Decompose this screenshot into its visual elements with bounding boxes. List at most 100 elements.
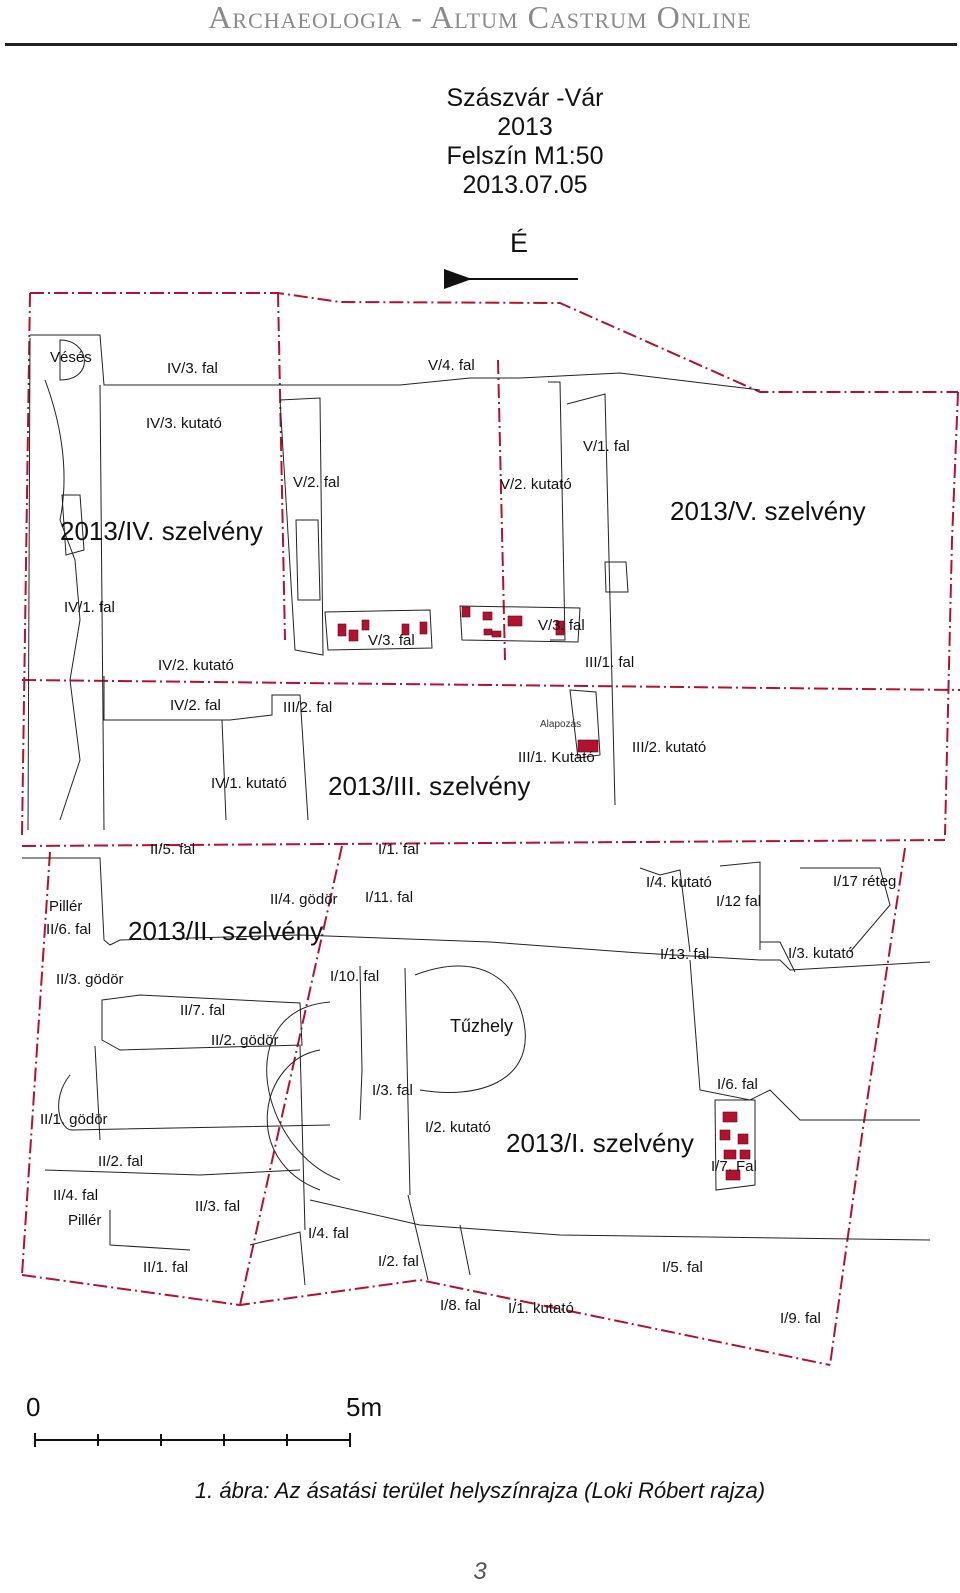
scale-zero-label: 0 bbox=[26, 1392, 41, 1422]
label-i8-fal: I/8. fal bbox=[440, 1297, 481, 1314]
label-i1-fal-top: I/1. fal bbox=[378, 841, 419, 858]
label-ii4-fal: II/4. fal bbox=[53, 1187, 98, 1204]
label-i12-fal: I/12 fal bbox=[716, 893, 761, 910]
stone bbox=[401, 623, 410, 636]
section-label-i: 2013/I. szelvény bbox=[506, 1128, 694, 1158]
label-v3-fal-a: V/3. fal bbox=[368, 632, 415, 649]
stone bbox=[577, 739, 599, 753]
stone bbox=[419, 621, 428, 635]
boundary-iv-v-divider bbox=[277, 292, 286, 641]
boundary-bottom bbox=[21, 1274, 831, 1366]
stone bbox=[723, 1149, 737, 1160]
figure-caption: 1. ábra: Az ásatási terület helyszínrajz… bbox=[194, 1478, 766, 1503]
label-ii1-godor: II/1. gödör bbox=[40, 1111, 108, 1128]
stone bbox=[491, 630, 502, 638]
stone bbox=[361, 619, 370, 631]
journal-title: Archaeologia - Altum Castrum Online bbox=[208, 0, 752, 35]
header-rule bbox=[5, 43, 957, 46]
label-v1-fal: V/1. fal bbox=[583, 438, 630, 455]
north-label: É bbox=[510, 228, 529, 258]
stone bbox=[725, 1169, 741, 1181]
boundary-outer-top bbox=[30, 292, 958, 393]
label-i1-kutato: I/1. kutató bbox=[508, 1300, 574, 1317]
plan-title-site: Szászvár -Vár bbox=[446, 84, 604, 112]
stone bbox=[461, 606, 471, 618]
label-iv1-fal: IV/1. fal bbox=[64, 599, 115, 616]
plan-title-year: 2013 bbox=[497, 113, 553, 141]
label-i17-reteg: I/17 réteg bbox=[833, 873, 896, 890]
label-iii2-fal: III/2. fal bbox=[283, 699, 332, 716]
boundary-left-upper bbox=[21, 292, 31, 836]
label-piller-b: Pillér bbox=[68, 1212, 101, 1229]
label-alapozas: Alapozás bbox=[540, 719, 581, 730]
journal-header: Archaeologia - Altum Castrum Online bbox=[0, 0, 960, 48]
stone bbox=[348, 629, 359, 642]
label-i3-fal: I/3. fal bbox=[372, 1082, 413, 1099]
label-ii3-fal: II/3. fal bbox=[195, 1198, 240, 1215]
label-ii6-fal: II/6. fal bbox=[46, 921, 91, 938]
label-iii2-kutato: III/2. kutató bbox=[632, 739, 706, 756]
label-i10-fal: I/10. fal bbox=[330, 968, 379, 985]
section-label-iv: 2013/IV. szelvény bbox=[60, 516, 263, 546]
stone bbox=[737, 1133, 749, 1145]
label-i13-fal: I/13. fal bbox=[660, 946, 709, 963]
label-ii2-godor: II/2. gödör bbox=[211, 1032, 279, 1049]
boundary-v-inner bbox=[497, 359, 506, 661]
section-label-iii: 2013/III. szelvény bbox=[328, 771, 530, 801]
label-i7-fal: I/7. Fal bbox=[711, 1158, 757, 1175]
trench-boundaries bbox=[21, 292, 960, 1366]
section-label-v: 2013/V. szelvény bbox=[670, 496, 866, 526]
label-iv3-fal: IV/3. fal bbox=[167, 360, 218, 377]
label-iv2-fal: IV/2. fal bbox=[170, 697, 221, 714]
scale-bar bbox=[34, 1433, 351, 1447]
label-iii1-fal: III/1. fal bbox=[585, 654, 634, 671]
boundary-ii-left bbox=[21, 851, 51, 1276]
boundary-right-top bbox=[944, 391, 959, 836]
label-iii1-kutato: III/1. Kutató bbox=[518, 749, 595, 766]
label-i2-kutato: I/2. kutató bbox=[425, 1119, 491, 1136]
label-ii7-fal: II/7. fal bbox=[180, 1002, 225, 1019]
label-i4-kutato: I/4. kutató bbox=[646, 874, 712, 891]
stone bbox=[722, 1111, 738, 1123]
label-iv2-kutato: IV/2. kutató bbox=[158, 657, 234, 674]
plan-title-scale: Felszín M1:50 bbox=[446, 142, 604, 170]
label-ii3-godor: II/3. gödör bbox=[56, 971, 124, 988]
stone bbox=[507, 615, 523, 627]
label-ii1-fal: II/1. fal bbox=[143, 1259, 188, 1276]
stone bbox=[337, 623, 347, 637]
stone bbox=[483, 628, 493, 636]
stone bbox=[482, 611, 493, 621]
boundary-i-right bbox=[829, 847, 906, 1366]
label-v3-fal-b: V/3. fal bbox=[538, 617, 585, 634]
label-iv3-kutato: IV/3. kutató bbox=[146, 415, 222, 432]
label-i11-fal: I/11. fal bbox=[365, 889, 413, 906]
stone bbox=[739, 1149, 751, 1160]
label-ii4-godor: II/4. gödör bbox=[270, 891, 338, 908]
boundary-ii-i-diag bbox=[239, 845, 343, 1306]
page-number: 3 bbox=[473, 1558, 487, 1585]
label-piller-a: Pillér bbox=[49, 898, 82, 915]
label-i9-fal: I/9. fal bbox=[780, 1310, 821, 1327]
label-v4-fal: V/4. fal bbox=[428, 357, 475, 374]
label-i3-kutato: I/3. kutató bbox=[788, 945, 854, 962]
label-ii5-fal: II/5. fal bbox=[150, 841, 195, 858]
stone bbox=[555, 620, 565, 636]
section-label-ii: 2013/II. szelvény bbox=[128, 916, 323, 946]
label-v2-kutato: V/2. kutató bbox=[500, 476, 572, 493]
label-tuzhely: Tűzhely bbox=[450, 1016, 513, 1036]
scale-five-label: 5m bbox=[346, 1392, 383, 1422]
label-v2-fal: V/2. fal bbox=[293, 474, 340, 491]
feature-outlines bbox=[22, 334, 931, 1286]
stone bbox=[719, 1129, 731, 1141]
label-i2-fal: I/2. fal bbox=[378, 1253, 419, 1270]
boundary-iii-ii bbox=[21, 839, 946, 847]
boundary-iv-iii bbox=[21, 679, 960, 691]
plan-title-date: 2013.07.05 bbox=[462, 171, 588, 199]
label-i5-fal: I/5. fal bbox=[662, 1259, 703, 1276]
label-iv1-kutato: IV/1. kutató bbox=[211, 775, 287, 792]
label-i4-fal: I/4. fal bbox=[308, 1225, 349, 1242]
plan-title-block: Szászvár -Vár 2013 Felszín M1:50 2013.07… bbox=[405, 84, 645, 200]
label-veses: Vésés bbox=[50, 349, 92, 366]
label-i6-fal: I/6. fal bbox=[717, 1076, 758, 1093]
